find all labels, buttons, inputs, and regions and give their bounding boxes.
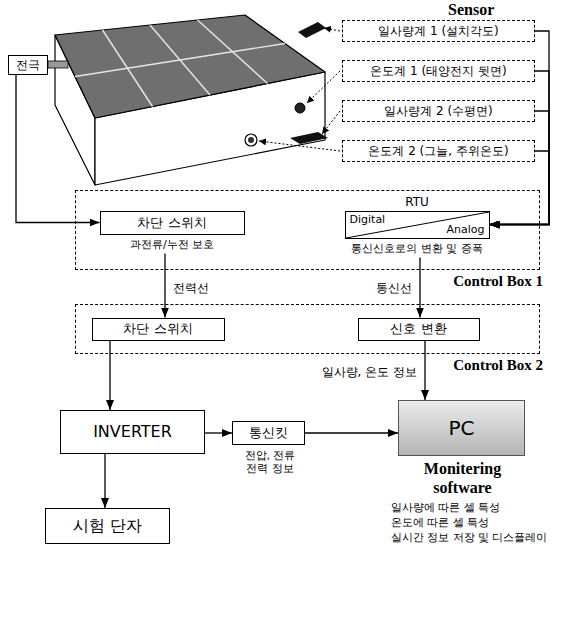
box-label: 차단 스위치 xyxy=(123,321,192,337)
sensor-box: 일사량계 2 (수평면) xyxy=(342,100,535,122)
connector-label: 통신선 xyxy=(374,281,414,295)
connector xyxy=(104,454,105,508)
comm-kit-box: 통신킷전압, 전류 전력 정보 xyxy=(232,421,305,445)
connector xyxy=(16,75,100,223)
sensor-box: 온도계 2 (그늘, 주위온도) xyxy=(342,140,535,162)
box-label: 차단 스위치 xyxy=(137,215,206,231)
caption-text: Control Box 2 xyxy=(453,356,543,374)
caption-text: 전압, 전류 전력 정보 xyxy=(238,449,302,475)
connector xyxy=(109,341,110,411)
box-label: 시험 단자 xyxy=(73,516,142,535)
electrode-bar xyxy=(48,61,68,68)
connector xyxy=(305,432,398,433)
switch-box: 차단 스위치 xyxy=(92,318,225,341)
box-label: 온도계 2 (그늘, 주위온도) xyxy=(368,144,508,158)
caption-text: 과전류/누전 보호 xyxy=(61,238,284,251)
pc-box: PCMonitering software일사량에 따른 셀 특성온도에 따른 … xyxy=(398,400,525,456)
caption-text: 실시간 정보 저장 및 디스플레이 xyxy=(391,531,547,544)
switch-box: 차단 스위치과전류/누전 보호 xyxy=(100,211,245,235)
temperature-sensor xyxy=(245,134,257,146)
connector xyxy=(424,341,425,401)
box-label: PC xyxy=(448,416,474,440)
caption-text: Monitering software xyxy=(399,459,526,497)
cell-grid xyxy=(75,20,285,107)
section-title: Sensor xyxy=(448,0,494,19)
rtu-box: RTUDigitalAnalog통신신호로의 변환 및 증폭 xyxy=(345,211,490,239)
connector-label: 일사량, 온도 정보 xyxy=(320,365,419,379)
connector xyxy=(490,151,550,225)
box-label: 일사량계 2 (수평면) xyxy=(384,104,493,118)
converter-box: 신호 변환 xyxy=(358,318,480,341)
connector xyxy=(419,258,420,318)
sensor-box: 온도계 1 (태양전지 뒷면) xyxy=(342,60,535,82)
caption-text: 일사량에 따른 셀 특성 xyxy=(391,501,500,514)
inverter-box: INVERTER xyxy=(60,410,205,454)
box-label: 전극 xyxy=(16,58,40,72)
sensor-box: 일사량계 1 (설치각도) xyxy=(342,20,535,42)
pyranometer-tab xyxy=(298,22,326,38)
caption-text: RTU xyxy=(306,195,529,209)
control-box-region: Control Box 2차단 스위치신호 변환 xyxy=(75,304,540,354)
panel-body xyxy=(55,15,325,185)
temperature-sensor xyxy=(295,103,305,113)
box-label: INVERTER xyxy=(93,422,172,441)
control-box-region: Control Box 1차단 스위치과전류/누전 보호RTUDigitalAn… xyxy=(75,190,540,270)
divider-line xyxy=(346,212,489,238)
connector xyxy=(490,111,550,225)
caption-text: 온도에 따른 셀 특성 xyxy=(391,516,489,529)
leader-line xyxy=(259,28,340,151)
caption-text: Digital xyxy=(350,213,386,226)
caption-text: Analog xyxy=(446,223,484,236)
electrode-box: 전극 xyxy=(8,55,48,75)
caption-text: Control Box 1 xyxy=(453,272,543,290)
test-terminal-box: 시험 단자 xyxy=(45,508,170,544)
caption-text: 통신신호로의 변환 및 증폭 xyxy=(306,242,529,255)
temperature-sensor xyxy=(248,137,254,143)
box-label: 신호 변환 xyxy=(390,321,446,337)
connector xyxy=(164,254,165,318)
connector-label: 전력선 xyxy=(171,281,211,295)
box-label: 통신킷 xyxy=(249,425,288,441)
box-label: 온도계 1 (태양전지 뒷면) xyxy=(370,64,506,78)
box-label: 일사량계 1 (설치각도) xyxy=(378,24,499,38)
connector xyxy=(205,432,232,433)
